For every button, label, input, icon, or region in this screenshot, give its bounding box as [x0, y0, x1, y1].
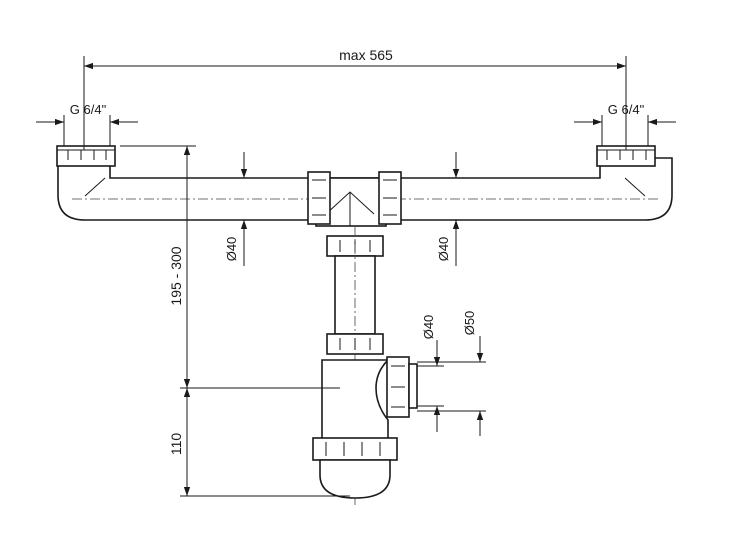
dim-outlet-inner-label: Ø40 [421, 315, 436, 340]
dim-left-pipe-label: Ø40 [224, 237, 239, 262]
dim-left-pipe-diameter: Ø40 [224, 152, 248, 266]
dim-height-range-label: 195 - 300 [168, 246, 184, 305]
dim-right-thread-label: G 6/4" [608, 102, 645, 117]
tee-junction [307, 171, 402, 227]
dim-right-pipe-diameter: Ø40 [436, 152, 460, 266]
dim-overall-width: max 565 [83, 47, 627, 150]
dim-overall-width-label: max 565 [339, 47, 393, 63]
dim-right-thread: G 6/4" [574, 102, 676, 146]
dim-height-range: 195 - 300 [120, 145, 340, 389]
dim-outlet-outer-label: Ø50 [462, 311, 477, 336]
dim-trap-height-label: 110 [168, 433, 184, 456]
dim-outlet-diameters: Ø40 Ø50 [417, 311, 486, 436]
vertical-tube [326, 226, 384, 505]
dim-trap-height: 110 [168, 388, 350, 497]
dim-right-pipe-label: Ø40 [436, 237, 451, 262]
left-inlet-nut [56, 145, 116, 167]
dim-left-thread: G 6/4" [36, 102, 138, 146]
bottle-trap [312, 356, 418, 499]
dim-left-thread-label: G 6/4" [70, 102, 107, 117]
